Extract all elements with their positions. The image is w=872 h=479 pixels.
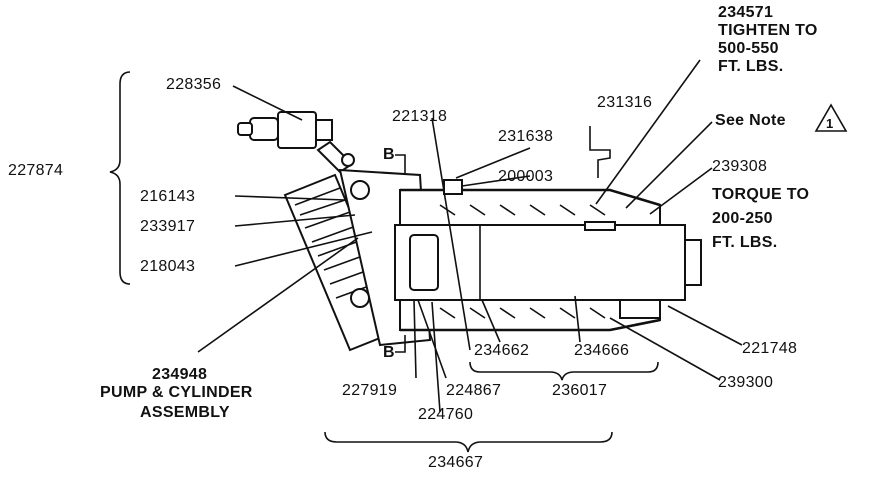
brace-227874 (109, 71, 131, 285)
label-pump-cylinder: PUMP & CYLINDER (100, 384, 253, 401)
label-assembly: ASSEMBLY (140, 404, 230, 421)
label-236017: 236017 (552, 382, 608, 399)
note-triangle (814, 103, 848, 132)
leader-lines (197, 59, 743, 413)
label-tighten-3: FT. LBS. (718, 58, 784, 75)
label-224867: 224867 (446, 382, 502, 399)
label-239300: 239300 (718, 374, 774, 391)
brace-236017 (469, 361, 659, 381)
label-torque-2: 200-250 (712, 210, 773, 227)
label-see-note: See Note (715, 112, 786, 129)
label-239308: 239308 (712, 158, 768, 175)
label-note-number: 1 (826, 116, 834, 131)
label-228356: 228356 (166, 76, 222, 93)
label-227874: 227874 (8, 162, 64, 179)
label-200003: 200003 (498, 168, 554, 185)
label-231316: 231316 (597, 94, 653, 111)
section-b-top-mark (395, 154, 406, 175)
label-234667: 234667 (428, 454, 484, 471)
label-227919: 227919 (342, 382, 398, 399)
handle-assembly (237, 111, 355, 174)
label-233917: 233917 (140, 218, 196, 235)
label-234571: 234571 (718, 4, 774, 21)
label-221318: 221318 (392, 108, 448, 125)
label-216143: 216143 (140, 188, 196, 205)
label-224760: 224760 (418, 406, 474, 423)
brace-234667 (324, 431, 613, 453)
cylinder-body (394, 179, 702, 332)
label-234666: 234666 (574, 342, 630, 359)
label-tighten-1: TIGHTEN TO (718, 22, 818, 39)
label-torque-1: TORQUE TO (712, 186, 810, 203)
label-231638: 231638 (498, 128, 554, 145)
label-section-b-top: B (383, 146, 395, 163)
label-234662: 234662 (474, 342, 530, 359)
label-section-b-bottom: B (383, 344, 395, 361)
label-234948: 234948 (152, 366, 208, 383)
label-221748: 221748 (742, 340, 798, 357)
section-b-bottom-mark (395, 335, 406, 353)
label-torque-3: FT. LBS. (712, 234, 778, 251)
label-tighten-2: 500-550 (718, 40, 779, 57)
label-218043: 218043 (140, 258, 196, 275)
